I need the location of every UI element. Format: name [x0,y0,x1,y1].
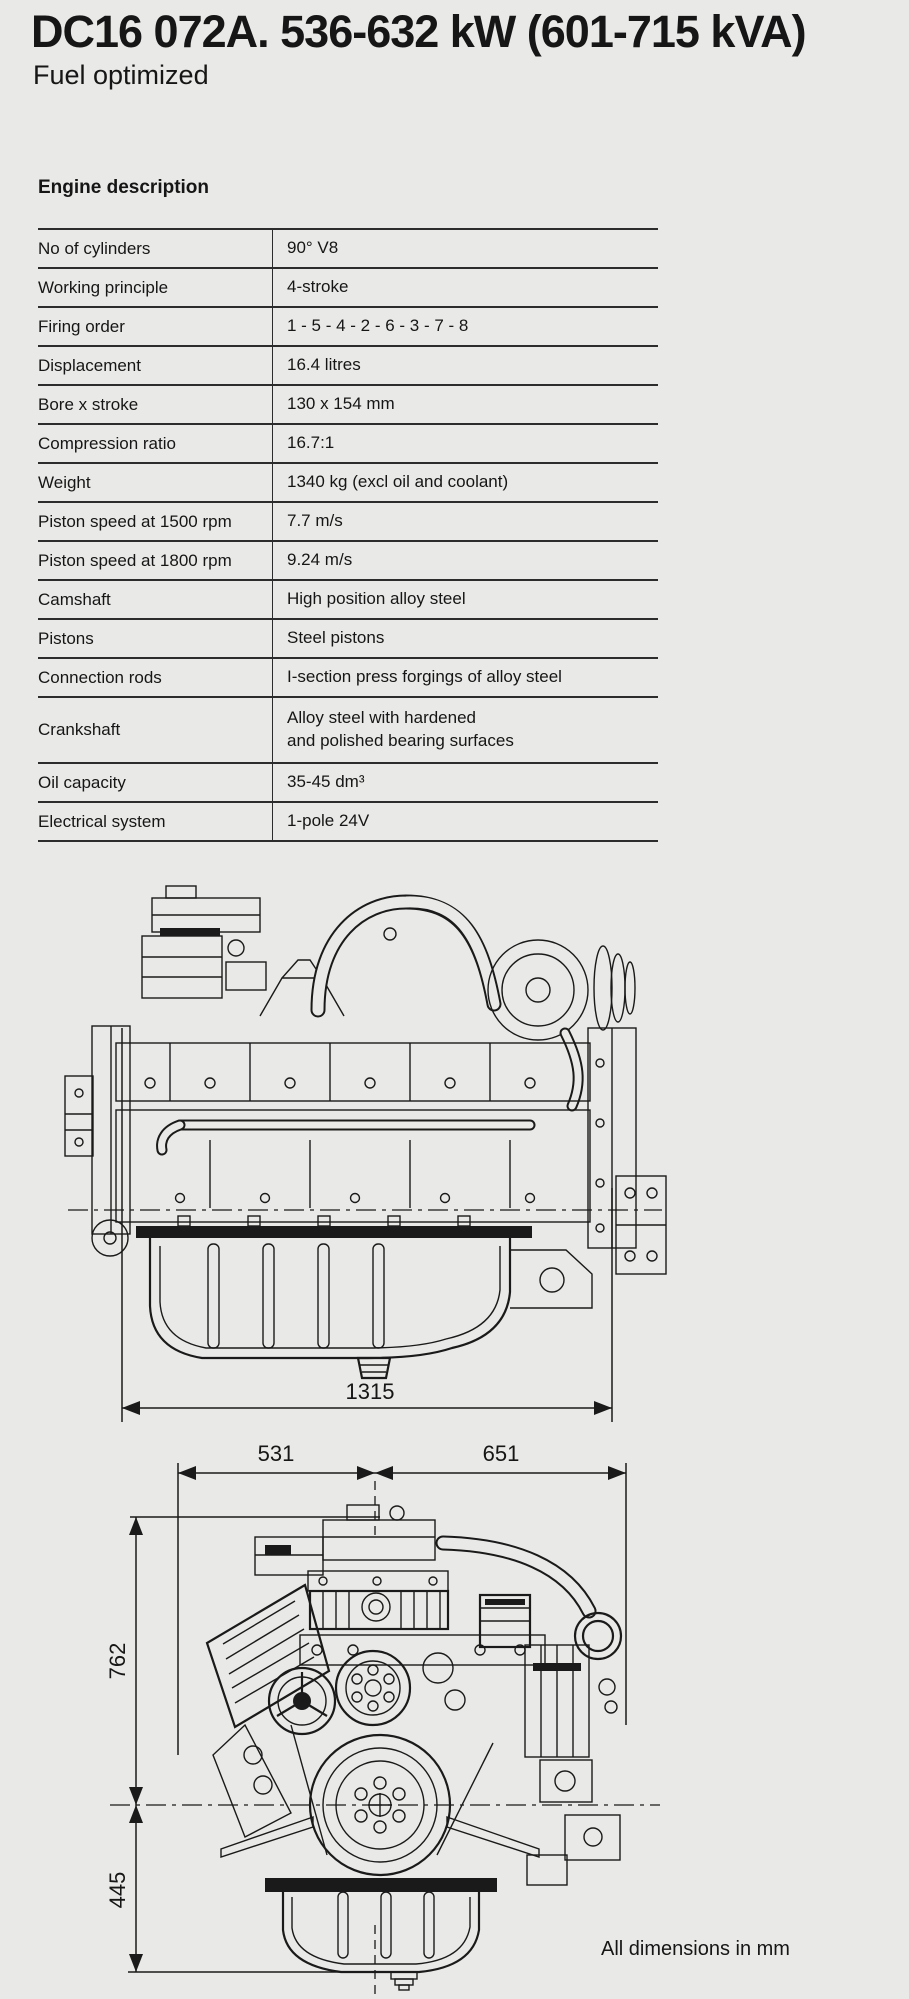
table-row: Piston speed at 1800 rpm 9.24 m/s [38,542,658,581]
table-row: Crankshaft Alloy steel with hardened and… [38,698,658,764]
engine-front-view-svg: 531 651 762 445 [105,1441,660,1997]
height-dimensions: 762 445 [105,1516,405,1973]
page-subtitle: Fuel optimized [33,60,209,90]
side-length-dim-label: 1315 [346,1379,395,1404]
spec-value-cell: 16.7:1 [272,425,658,462]
table-row: Camshaft High position alloy steel [38,581,658,620]
spec-label-cell: No of cylinders [38,238,151,258]
front-height-upper-dim-label: 762 [105,1643,130,1680]
spec-value-cell: 7.7 m/s [272,503,658,540]
spec-value-cell: 1 - 5 - 4 - 2 - 6 - 3 - 7 - 8 [272,308,658,345]
engine-front-view-drawing: 531 651 762 445 [95,1425,835,1999]
spec-label-cell: Crankshaft [38,720,121,739]
spec-value-cell: High position alloy steel [272,581,658,618]
front-width-right-dim-label: 651 [483,1441,520,1466]
front-width-left-dim-label: 531 [258,1441,295,1466]
spec-value-cell: 90° V8 [272,230,658,267]
spec-label-cell: Oil capacity [38,772,126,792]
length-dimension: 1315 [121,1028,613,1422]
table-row: Compression ratio 16.7:1 [38,425,658,464]
spec-label-cell: Electrical system [38,811,166,831]
engine-side-view-svg: 1315 [64,885,667,1422]
spec-value-cell: Alloy steel with hardened and polished b… [272,698,658,762]
spec-value-cell: 16.4 litres [272,347,658,384]
engine-front-outline [205,1504,623,1991]
spec-value-cell: 9.24 m/s [272,542,658,579]
dimensions-note: All dimensions in mm [601,1938,790,1960]
engine-spec-table: No of cylinders 90° V8 Working principle… [38,228,658,842]
engine-side-view-drawing: 1315 [60,878,675,1431]
spec-label-cell: Camshaft [38,589,111,609]
spec-label-cell: Piston speed at 1800 rpm [38,550,232,570]
spec-value-cell: 4-stroke [272,269,658,306]
table-row: Working principle 4-stroke [38,269,658,308]
table-row: Bore x stroke 130 x 154 mm [38,386,658,425]
spec-label-cell: Compression ratio [38,433,176,453]
spec-label-cell: Pistons [38,628,94,648]
spec-label-cell: Working principle [38,277,169,297]
table-row: Pistons Steel pistons [38,620,658,659]
spec-label-cell: Displacement [38,355,141,375]
table-row: Weight 1340 kg (excl oil and coolant) [38,464,658,503]
spec-value-cell: 1-pole 24V [272,803,658,840]
spec-label-cell: Weight [38,472,91,492]
spec-value-cell: I-section press forgings of alloy steel [272,659,658,696]
spec-label-cell: Bore x stroke [38,394,139,414]
spec-label-cell: Connection rods [38,667,162,687]
width-dimensions: 531 651 [177,1441,627,1755]
engine-description-heading: Engine description [38,177,210,198]
spec-value-cell: 1340 kg (excl oil and coolant) [272,464,658,501]
table-row: No of cylinders 90° V8 [38,230,658,269]
table-row: Displacement 16.4 litres [38,347,658,386]
table-row: Firing order 1 - 5 - 4 - 2 - 6 - 3 - 7 -… [38,308,658,347]
front-height-lower-dim-label: 445 [105,1872,130,1909]
spec-label-cell: Piston speed at 1500 rpm [38,511,232,531]
table-row: Electrical system 1-pole 24V [38,803,658,842]
page-title: DC16 072A. 536-632 kW (601-715 kVA) [31,6,807,57]
table-row: Connection rods I-section press forgings… [38,659,658,698]
spec-label-cell: Firing order [38,316,125,336]
spec-value-cell: 130 x 154 mm [272,386,658,423]
spec-value-cell: Steel pistons [272,620,658,657]
table-row: Oil capacity 35-45 dm³ [38,764,658,803]
table-row: Piston speed at 1500 rpm 7.7 m/s [38,503,658,542]
spec-value-cell: 35-45 dm³ [272,764,658,801]
engine-side-outline [64,885,667,1380]
